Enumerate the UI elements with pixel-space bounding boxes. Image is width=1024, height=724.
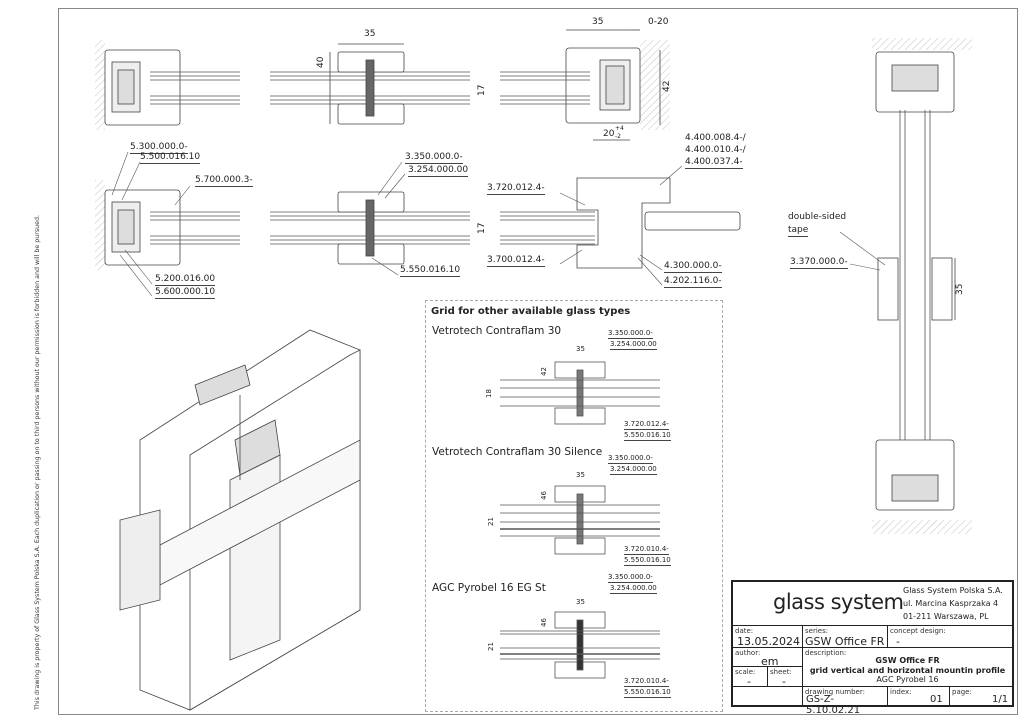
- profile-wall-top-right: [500, 29, 670, 141]
- glass-type-name: AGC Pyrobel 16 EG St: [432, 582, 546, 594]
- part-label: 3.350.000.0-: [608, 454, 653, 464]
- scale-label: scale:: [735, 668, 756, 676]
- date-label: date:: [735, 627, 754, 635]
- dimension: 18: [485, 389, 493, 398]
- part-label: 5.600.000.10: [155, 287, 216, 299]
- dimension: 42: [540, 367, 548, 376]
- leader-lines: [111, 151, 886, 297]
- dimension: 21: [487, 517, 495, 526]
- scale-value: -: [747, 675, 751, 688]
- series-label: series:: [805, 627, 829, 635]
- series-value: GSW Office FR: [805, 635, 885, 648]
- part-label: 3.370.000.0-: [790, 257, 848, 269]
- dimension: 35: [955, 283, 965, 295]
- sheet-value: -: [782, 675, 786, 688]
- dimension: 46: [540, 618, 548, 627]
- part-label: 3.254.000.00: [408, 165, 469, 177]
- dimension: 35: [576, 471, 585, 479]
- index-label: index:: [890, 688, 912, 696]
- part-label: 5.550.016.10: [624, 688, 671, 698]
- part-label: 5.300.000.0-: [130, 142, 188, 154]
- glass-type-name: Vetrotech Contraflam 30 Silence: [432, 446, 603, 458]
- part-label: 4.400.008.4-/: [685, 133, 746, 143]
- drawing-frame: [58, 8, 1018, 715]
- part-label: 5.200.016.00: [155, 274, 216, 286]
- part-label: 3.350.000.0-: [608, 329, 653, 339]
- part-label: 4.400.010.4-/: [685, 145, 746, 155]
- part-label: 3.720.012.4-: [624, 420, 669, 430]
- part-label: 4.202.116.0-: [664, 276, 722, 288]
- annotation: double-sided: [788, 212, 847, 222]
- company-city: 01-211 Warszawa, PL: [903, 612, 989, 621]
- dimension: 20: [603, 129, 615, 139]
- profile-wall-mid-left: [95, 180, 240, 270]
- page-value: 1/1: [992, 694, 1009, 705]
- part-label: 5.550.016.10: [624, 431, 671, 441]
- part-label: 3.350.000.0-: [608, 573, 653, 583]
- part-label: 3.350.000.0-: [405, 152, 463, 164]
- isometric-view: [119, 329, 361, 711]
- company-name: Glass System Polska S.A.: [903, 586, 1003, 595]
- drawing-number-label: drawing number:: [805, 688, 865, 696]
- projection-cell: [733, 687, 803, 705]
- grid-title: Grid for other available glass types: [431, 306, 631, 317]
- part-label: 3.720.010.4-: [624, 545, 669, 555]
- part-label: 5.700.000.3-: [195, 175, 253, 187]
- part-label: 3.720.012.4-: [487, 183, 545, 195]
- tolerance: -2: [615, 133, 621, 140]
- tolerance: +4: [615, 125, 624, 132]
- author-value: em: [761, 655, 779, 668]
- part-label: 3.700.012.4-: [487, 255, 545, 267]
- dimension: 35: [576, 598, 585, 606]
- profile-mullion-mid: [270, 191, 470, 265]
- company-street: ul. Marcina Kasprzaka 4: [903, 599, 999, 608]
- annotation: tape: [788, 225, 809, 237]
- part-label: 4.400.037.4-: [685, 157, 743, 169]
- part-label: 3.254.000.00: [610, 465, 657, 475]
- part-label: 5.550.016.10: [400, 265, 461, 277]
- page-label: page:: [952, 688, 972, 696]
- description-label: description:: [805, 649, 847, 657]
- part-label: 5.500.016.10: [140, 152, 201, 164]
- dimension: 35: [592, 17, 604, 27]
- dimension: 42: [662, 80, 672, 92]
- author-label: author:: [735, 649, 761, 657]
- title-header: glass system Glass System Polska S.A. ul…: [733, 582, 1012, 626]
- index-value: 01: [930, 694, 943, 705]
- description-line: GSW Office FR: [875, 656, 940, 665]
- profile-door-frame: [500, 177, 741, 269]
- dimension: 21: [487, 642, 495, 651]
- dimension: 35: [576, 345, 585, 353]
- sheet-label: sheet:: [770, 668, 792, 676]
- dimension: 46: [540, 491, 548, 500]
- title-block: glass system Glass System Polska S.A. ul…: [731, 580, 1014, 716]
- dimension: 35: [364, 29, 376, 39]
- part-label: 3.254.000.00: [610, 340, 657, 350]
- profile-mullion-top: [270, 43, 470, 125]
- part-label: 5.550.016.10: [624, 556, 671, 566]
- drawing-number-value: GS-Z-5.10.02.21: [806, 694, 861, 716]
- grid-glass-types-panel: [425, 300, 723, 712]
- grid-sections: [500, 361, 660, 679]
- concept-value: -: [896, 635, 900, 648]
- part-label: 3.720.010.4-: [624, 677, 669, 687]
- dimension: 17: [477, 222, 487, 234]
- dimension: 0-20: [648, 17, 669, 27]
- dimension: 17: [477, 84, 487, 96]
- description-line: AGC Pyrobel 16: [876, 675, 939, 684]
- dimension: 40: [316, 56, 326, 68]
- profile-vertical-right: [872, 38, 972, 534]
- description-line: grid vertical and horizontal mountin pro…: [809, 666, 1006, 675]
- profile-wall-top-left: [95, 40, 240, 130]
- part-label: 3.254.000.00: [610, 584, 657, 594]
- part-label: 4.300.000.0-: [664, 261, 722, 273]
- glass-type-name: Vetrotech Contraflam 30: [432, 325, 562, 337]
- date-value: 13.05.2024: [737, 635, 800, 648]
- concept-label: concept design:: [890, 627, 946, 635]
- logo-text: glass system: [773, 590, 904, 614]
